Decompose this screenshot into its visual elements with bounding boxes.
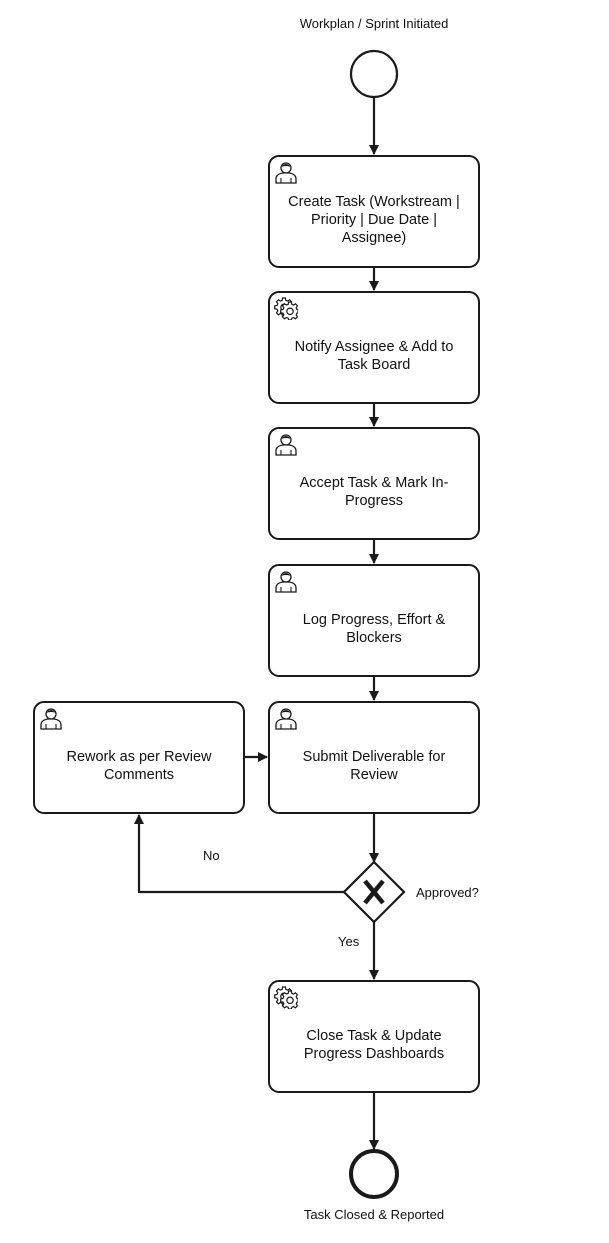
task-label: Rework as per Review Comments	[66, 748, 212, 783]
gateway-label: Approved?	[416, 885, 479, 900]
user-icon	[39, 706, 63, 730]
task-log-progress[interactable]: Log Progress, Effort & Blockers	[268, 564, 480, 677]
start-event-label: Workplan / Sprint Initiated	[299, 16, 449, 31]
flow-no-label: No	[203, 848, 220, 863]
approval-gateway[interactable]	[342, 860, 406, 924]
task-close-task[interactable]: Close Task & Update Progress Dashboards	[268, 980, 480, 1093]
task-label: Log Progress, Effort & Blockers	[302, 611, 446, 646]
user-icon	[274, 706, 298, 730]
task-create-task[interactable]: Create Task (Workstream | Priority | Due…	[268, 155, 480, 268]
task-label: Notify Assignee & Add to Task Board	[294, 338, 454, 373]
user-icon	[274, 160, 298, 184]
task-label: Submit Deliverable for Review	[302, 748, 446, 783]
user-icon	[274, 569, 298, 593]
flow-gateway-no	[134, 814, 344, 894]
task-accept-task[interactable]: Accept Task & Mark In-Progress	[268, 427, 480, 540]
gear-icon	[274, 296, 299, 321]
end-event-label: Task Closed & Reported	[303, 1207, 445, 1222]
x-icon	[363, 879, 385, 905]
task-label: Create Task (Workstream | Priority | Due…	[288, 193, 460, 246]
task-label: Close Task & Update Progress Dashboards	[303, 1027, 445, 1062]
gear-icon	[274, 985, 299, 1010]
start-event[interactable]	[349, 49, 399, 99]
end-event[interactable]	[349, 1149, 399, 1199]
task-notify-assignee[interactable]: Notify Assignee & Add to Task Board	[268, 291, 480, 404]
task-submit-deliverable[interactable]: Submit Deliverable for Review	[268, 701, 480, 814]
task-rework[interactable]: Rework as per Review Comments	[33, 701, 245, 814]
user-icon	[274, 432, 298, 456]
task-label: Accept Task & Mark In-Progress	[299, 474, 449, 509]
flow-yes-label: Yes	[338, 934, 360, 949]
